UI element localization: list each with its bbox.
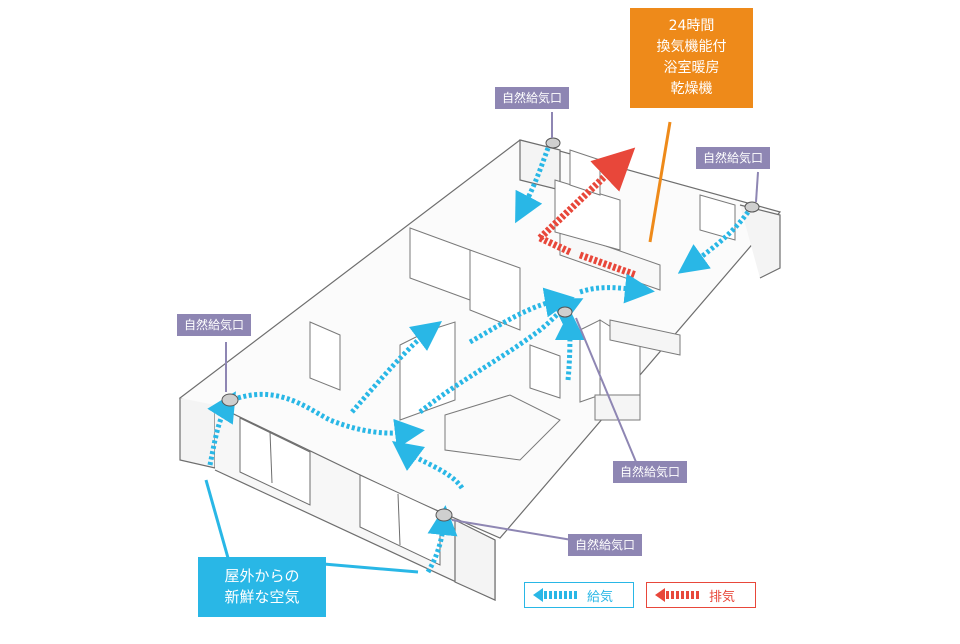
vent-label-bottom: 自然給気口 bbox=[568, 534, 643, 556]
vent-left bbox=[221, 393, 239, 407]
vent-label-top: 自然給気口 bbox=[495, 87, 570, 109]
supply-arrows bbox=[207, 147, 751, 574]
vent-label-center: 自然給気口 bbox=[613, 461, 688, 483]
fresh-air-line-2: 新鮮な空気 bbox=[224, 588, 300, 606]
supply-legend-icon bbox=[533, 588, 577, 602]
vent-label-right: 自然給気口 bbox=[696, 147, 771, 169]
legend-exhaust: 排気 bbox=[646, 582, 756, 608]
fan-label-line-3: 浴室暖房 bbox=[663, 60, 720, 76]
fan-label: 24時間 換気機能付 浴室暖房 乾燥機 bbox=[630, 8, 753, 108]
vent-center bbox=[557, 306, 573, 318]
legend-exhaust-label: 排気 bbox=[709, 589, 736, 605]
vent-right bbox=[744, 201, 760, 213]
vent-bottom bbox=[435, 508, 453, 522]
fresh-air-label: 屋外からの 新鮮な空気 bbox=[198, 557, 326, 617]
vent-markers bbox=[221, 137, 760, 522]
fresh-air-line-1: 屋外からの bbox=[224, 567, 300, 585]
vent-top bbox=[545, 137, 561, 149]
fan-label-line-1: 24時間 bbox=[668, 18, 715, 34]
exhaust-legend-icon bbox=[655, 588, 699, 602]
front-windows bbox=[239, 417, 441, 566]
fan-label-line-4: 乾燥機 bbox=[670, 81, 713, 97]
fan-label-line-2: 換気機能付 bbox=[656, 39, 727, 55]
legend-supply-label: 給気 bbox=[587, 589, 614, 605]
vent-label-left: 自然給気口 bbox=[177, 314, 252, 336]
exhaust-arrows bbox=[537, 147, 638, 279]
legend-supply: 給気 bbox=[524, 582, 634, 608]
